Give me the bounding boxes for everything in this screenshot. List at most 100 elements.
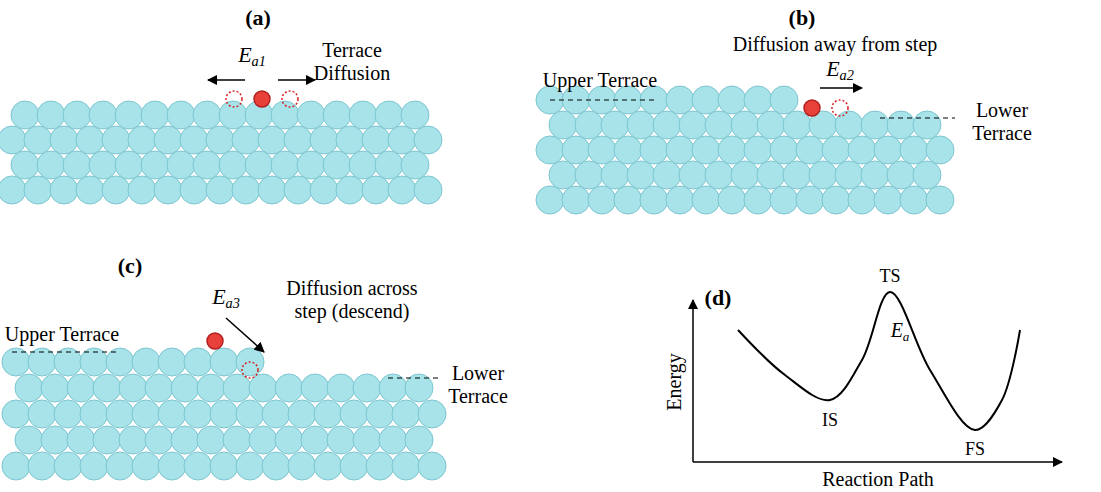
atom: [549, 111, 577, 139]
process-label: Diffusion across step (descend): [277, 277, 427, 323]
atom: [11, 151, 39, 179]
atom: [770, 86, 798, 114]
atom: [288, 400, 316, 428]
atom: [80, 452, 108, 480]
target-site: [282, 91, 298, 107]
atom: [223, 374, 251, 402]
atom: [76, 176, 104, 204]
atom: [718, 186, 746, 214]
atom: [50, 126, 78, 154]
atom: [562, 186, 590, 214]
atom: [744, 86, 772, 114]
atom: [102, 126, 130, 154]
atom: [93, 426, 121, 454]
atom: [167, 151, 195, 179]
atom: [744, 136, 772, 164]
atom: [874, 136, 902, 164]
adatom: [804, 100, 820, 116]
atom: [54, 452, 82, 480]
atom: [353, 426, 381, 454]
atom: [262, 452, 290, 480]
atom: [705, 161, 733, 189]
atom: [692, 186, 720, 214]
atom: [705, 111, 733, 139]
atom: [210, 400, 238, 428]
atom: [835, 161, 863, 189]
atom: [653, 111, 681, 139]
axis-title: Reaction Path: [822, 468, 934, 491]
atom: [193, 101, 221, 129]
atom: [418, 400, 446, 428]
x-axis: [693, 461, 1062, 463]
atom: [236, 452, 264, 480]
atom: [336, 126, 364, 154]
atom: [63, 101, 91, 129]
activation-energy: Ea2: [826, 56, 854, 84]
atom: [731, 111, 759, 139]
atom: [640, 136, 668, 164]
atom: [388, 126, 416, 154]
axis-title: Energy: [663, 353, 686, 410]
atom: [692, 136, 720, 164]
atom: [575, 161, 603, 189]
atom: [575, 111, 603, 139]
atom: [158, 348, 186, 376]
atom: [297, 101, 325, 129]
atom: [80, 400, 108, 428]
adatom: [207, 333, 223, 349]
atom: [232, 176, 260, 204]
atom: [301, 426, 329, 454]
atom: [236, 400, 264, 428]
atom: [89, 151, 117, 179]
atom: [601, 161, 629, 189]
atom: [418, 452, 446, 480]
atom: [401, 101, 429, 129]
terrace-level: [880, 117, 955, 118]
atom: [679, 111, 707, 139]
energy-curve: [738, 292, 1020, 430]
atom: [913, 111, 941, 139]
atom: [288, 452, 316, 480]
atom: [349, 151, 377, 179]
atom: [401, 151, 429, 179]
atom: [362, 126, 390, 154]
atom: [900, 186, 928, 214]
atom: [336, 176, 364, 204]
atom: [41, 426, 69, 454]
atom: [262, 400, 290, 428]
atom: [76, 126, 104, 154]
atom: [132, 400, 160, 428]
atom: [327, 426, 355, 454]
atom: [362, 176, 390, 204]
atom: [809, 161, 837, 189]
atom: [128, 176, 156, 204]
terrace-label: Lower Terrace: [966, 99, 1038, 145]
diffusion-arrow: [278, 79, 315, 81]
state-label: IS: [822, 410, 838, 431]
atom: [627, 161, 655, 189]
atom: [2, 400, 30, 428]
atom: [375, 101, 403, 129]
atom: [63, 151, 91, 179]
atom: [141, 101, 169, 129]
atom: [284, 126, 312, 154]
target-site: [226, 91, 242, 107]
atom: [0, 176, 26, 204]
y-axis: [692, 300, 694, 462]
atom: [414, 176, 442, 204]
atom: [614, 136, 642, 164]
target-site: [242, 362, 258, 378]
atom: [392, 400, 420, 428]
atom: [54, 400, 82, 428]
diffusion-arrow: [208, 79, 245, 81]
atom: [392, 452, 420, 480]
atom: [718, 86, 746, 114]
adatoms-arrows: [12, 80, 955, 378]
atom: [835, 111, 863, 139]
atom: [379, 426, 407, 454]
atom: [349, 101, 377, 129]
atom: [245, 151, 273, 179]
atom: [275, 374, 303, 402]
atom: [67, 374, 95, 402]
